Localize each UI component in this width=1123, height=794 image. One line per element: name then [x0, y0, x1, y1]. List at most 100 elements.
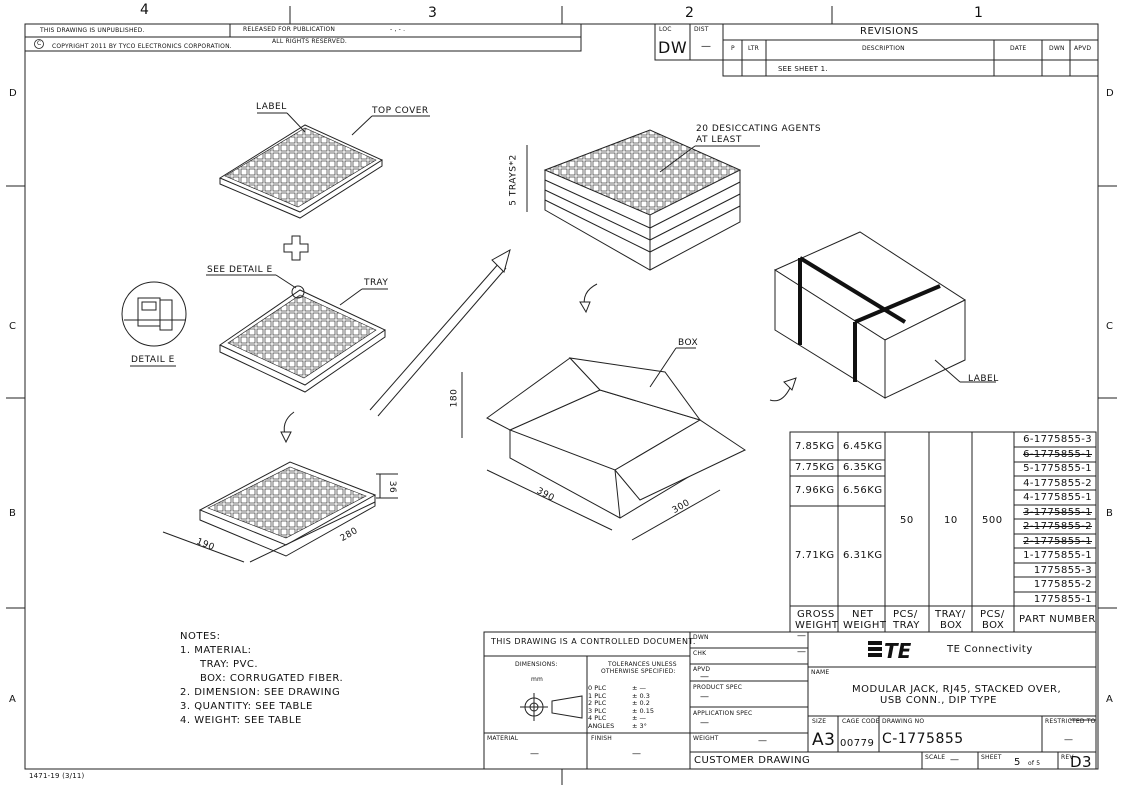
head-gross-2: WEIGHT	[795, 620, 839, 631]
company-name: TE Connectivity	[947, 644, 1033, 655]
head-pcs-box-1: PCS/	[980, 609, 1005, 620]
rev-col-description: DESCRIPTION	[862, 45, 905, 52]
head-pcs-box-2: BOX	[982, 620, 1005, 631]
restricted-value: —	[1064, 735, 1074, 745]
material-label: MATERIAL	[487, 735, 519, 742]
net-weight-4: 6.31KG	[843, 550, 883, 561]
zone-c-right: C	[1106, 321, 1114, 332]
copyright-text: COPYRIGHT 2011 BY TYCO ELECTRONICS CORPO…	[52, 43, 232, 50]
tolerance-row: 2 PLC± 0.2	[588, 699, 650, 707]
pcs-per-box: 500	[982, 515, 1003, 526]
top-cover-drawing	[218, 124, 384, 219]
part-number-row: 2-1775855-1	[1023, 535, 1092, 547]
name-label: NAME	[811, 669, 830, 676]
released-value: - , - .	[390, 26, 406, 33]
part-name-2: USB CONN., DIP TYPE	[880, 695, 997, 706]
rev-col-p: P	[731, 45, 735, 52]
zone-1: 1	[974, 5, 984, 21]
sealed-box-drawing	[773, 231, 967, 399]
trays-per-box: 10	[944, 515, 958, 526]
zone-a-right: A	[1106, 694, 1114, 705]
net-weight-2: 6.35KG	[843, 462, 883, 473]
part-number-row: 1775855-2	[1033, 579, 1092, 590]
note-2: 2. DIMENSION: SEE DRAWING	[180, 687, 341, 698]
revisions-title: REVISIONS	[860, 26, 919, 37]
dim-180: 180	[449, 388, 460, 408]
part-number-list: 6-1775855-3 6-1775855-1 5-1775855-1 4-17758…	[1015, 433, 1095, 607]
title-block-grid	[483, 631, 1097, 770]
product-spec-value: —	[700, 692, 710, 702]
open-box-drawing	[486, 357, 747, 519]
sheet-value: 5	[1014, 757, 1021, 768]
apvd-value: —	[700, 672, 710, 682]
material-value: —	[530, 749, 540, 759]
tolerance-row: 4 PLC± —	[588, 714, 647, 722]
rev-row-desc: SEE SHEET 1.	[778, 65, 828, 73]
loc-label: LOC	[659, 26, 672, 33]
svg-text:TE: TE	[884, 639, 912, 663]
rev-value: D3	[1070, 753, 1093, 771]
tolerance-2: OTHERWISE SPECIFIED:	[601, 668, 676, 675]
note-1b: BOX: CORRUGATED FIBER.	[200, 673, 344, 684]
finish-label: FINISH	[591, 735, 612, 742]
rev-col-ltr: LTR	[748, 45, 759, 52]
dimensions-label: DIMENSIONS:	[515, 661, 558, 668]
dwn-value: —	[797, 631, 807, 641]
finish-value: —	[632, 749, 642, 759]
head-pcs-tray-2: TRAY	[893, 620, 920, 631]
tray-drawing	[218, 285, 387, 393]
product-spec-label: PRODUCT SPEC	[693, 684, 743, 691]
label-top-cover: TOP COVER	[372, 106, 429, 116]
part-number-row: 4-1775855-2	[1023, 477, 1092, 489]
rights-text: ALL RIGHTS RESERVED.	[272, 38, 348, 45]
part-number-row: 1775855-1	[1033, 593, 1092, 605]
zone-c-left: C	[9, 321, 17, 332]
part-number-row: 6-1775855-3	[1023, 434, 1092, 445]
part-number-row: 4-1775855-1	[1023, 492, 1092, 503]
form-number: 1471-19 (3/11)	[29, 772, 85, 780]
label-sealed-box: LABEL	[968, 374, 999, 384]
zone-4: 4	[140, 2, 150, 18]
filled-tray-drawing	[198, 461, 377, 557]
zone-b-right: B	[1106, 508, 1114, 519]
copyright-symbol: C	[37, 40, 42, 47]
label-top-cover-label: LABEL	[256, 102, 287, 112]
head-pcs-tray-1: PCS/	[893, 609, 918, 620]
gross-weight-2: 7.75KG	[795, 462, 835, 473]
chk-value: —	[797, 647, 807, 657]
part-number-row: 2-1775855-2	[1023, 521, 1092, 532]
tolerance-1: TOLERANCES UNLESS	[608, 661, 677, 668]
dim-36: 36	[387, 480, 398, 494]
rev-col-date: DATE	[1010, 45, 1027, 52]
label-trays-x2: 5 TRAYS*2	[508, 154, 519, 206]
tolerance-row: 0 PLC± —	[588, 684, 647, 692]
scale-value: —	[950, 755, 960, 765]
unpublished-text: THIS DRAWING IS UNPUBLISHED.	[40, 27, 145, 34]
application-spec-value: —	[700, 718, 710, 728]
zone-a-left: A	[9, 694, 17, 705]
detail-e-drawing	[121, 281, 187, 347]
rev-col-apvd: APVD	[1074, 45, 1092, 52]
zone-3: 3	[428, 5, 438, 21]
label-desiccant-1: 20 DESICCATING AGENTS	[696, 124, 822, 134]
notes-title: NOTES:	[180, 631, 221, 642]
scale-label: SCALE	[925, 754, 946, 761]
gross-weight-3: 7.96KG	[795, 485, 835, 496]
note-4: 4. WEIGHT: SEE TABLE	[180, 715, 302, 726]
label-see-detail: SEE DETAIL E	[207, 265, 273, 275]
size-value: A3	[812, 730, 836, 750]
dwn-label: DWN	[693, 634, 709, 641]
zone-2: 2	[685, 5, 695, 21]
part-number-row: 6-1775855-1	[1023, 448, 1092, 460]
part-number-row: 5-1775855-1	[1023, 463, 1092, 474]
tolerance-row: ANGLES± 3°	[588, 721, 647, 730]
part-number-row: 3-1775855-1	[1023, 506, 1092, 518]
dimensions-unit: mm	[531, 676, 544, 683]
head-gross-1: GROSS	[797, 609, 835, 620]
note-1: 1. MATERIAL:	[180, 645, 252, 656]
cage-label: CAGE CODE	[842, 718, 880, 725]
gross-weight-4: 7.71KG	[795, 550, 835, 561]
drawing-no-label: DRAWING NO	[882, 718, 925, 725]
